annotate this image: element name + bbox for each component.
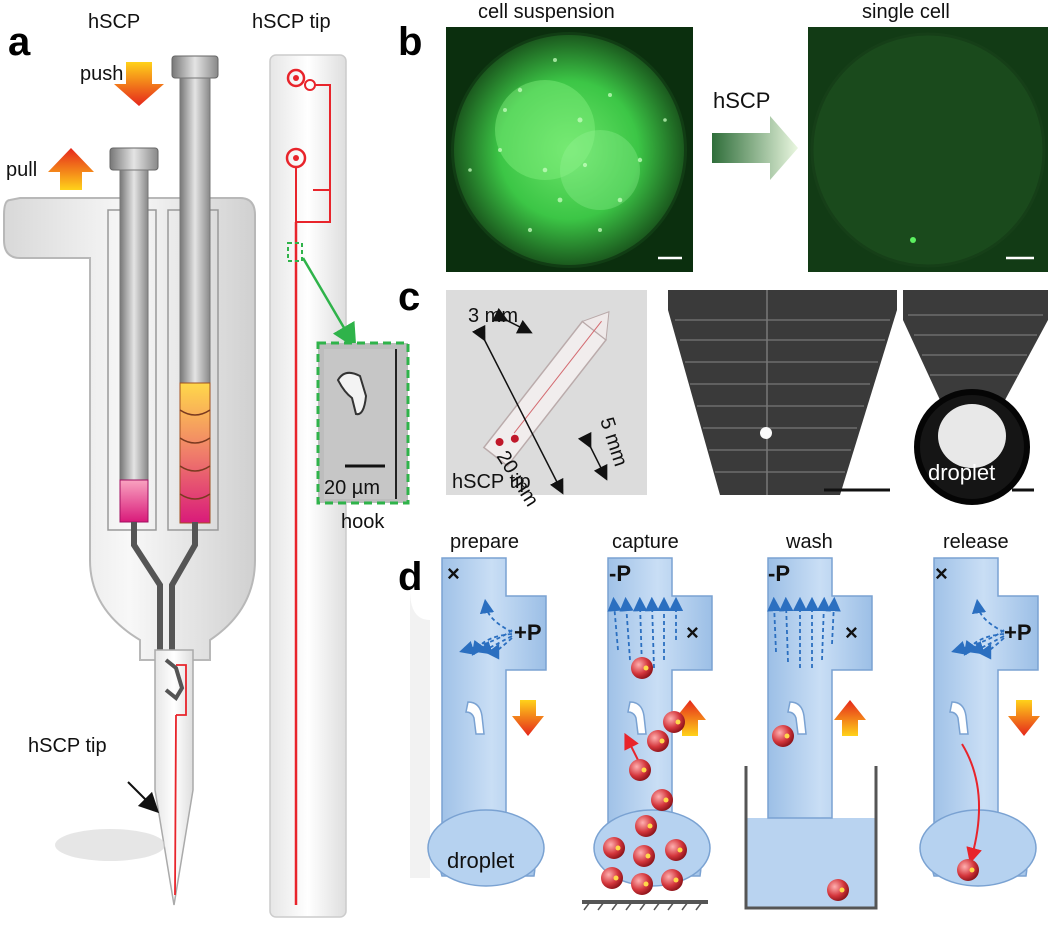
micrograph-cell-in-hook [668,290,897,495]
hscp-tip-small [154,649,194,906]
panel-d: d prepare × +P droplet capture [398,531,1040,911]
cell-suspension-image [446,27,693,272]
step-wash: wash [744,531,878,910]
panel-c: c 3 mm 20 mm 5 mm hSCP tip [398,275,1048,510]
step-wash-title: wash [785,531,833,553]
step-capture-title: capture [612,531,679,553]
inset-scale-label: 20 µm [324,477,380,499]
panel-a: a hSCP hSCP tip push pull [3,11,410,918]
tip-pointer-arrow [127,781,160,814]
pull-label: pull [6,159,37,181]
push-arrow-icon [114,62,164,106]
tip-photo-label: hSCP tip [452,471,531,493]
left-plunger [109,147,159,523]
step-prepare-title: prepare [450,531,519,553]
wash-top-symbol: -P [768,561,790,586]
prepare-droplet-label: droplet [447,848,514,873]
single-cell-title: single cell [862,1,950,23]
dim-width-label: 3 mm [468,305,518,327]
tip-shadow [55,829,165,861]
pull-arrow-icon [48,148,94,190]
capture-top-symbol: -P [609,561,631,586]
hook-inset [316,341,410,505]
hscp-green-arrow [712,116,798,180]
single-cell-dot [910,237,916,243]
tip-photo [446,290,647,495]
cell-suspension-title: cell suspension [478,1,615,23]
release-top-symbol: × [935,561,948,586]
single-cell-image [808,27,1048,272]
right-plunger [171,55,219,524]
micrograph-droplet [903,290,1048,505]
panel-label-a: a [8,20,31,64]
prepare-top-symbol: × [447,561,460,586]
droplet-label-c: droplet [928,460,995,485]
release-side-symbol: +P [1004,620,1032,645]
step-capture: capture [582,531,713,911]
hscp-arrow-label: hSCP [713,88,770,113]
hscp-title: hSCP [88,11,140,33]
hscp-tip-large [269,54,347,918]
panel-label-c: c [398,275,420,319]
hscp-tip-title: hSCP tip [252,11,331,33]
capture-cells [601,657,687,895]
push-label: push [80,63,123,85]
pipette-channels [131,522,198,660]
step-release: release [919,531,1040,887]
panel-label-d: d [398,555,422,599]
step-release-title: release [943,531,1009,553]
step-prepare: prepare [410,531,547,887]
panel-label-b: b [398,20,422,64]
panel-b: b cell suspension single cell hSCP [398,1,1048,272]
tip-label: hSCP tip [28,735,107,757]
hook-label: hook [341,511,385,533]
capture-side-symbol: × [686,620,699,645]
zoom-pointer-arrow [301,257,357,349]
prepare-side-symbol: +P [514,620,542,645]
wash-side-symbol: × [845,620,858,645]
